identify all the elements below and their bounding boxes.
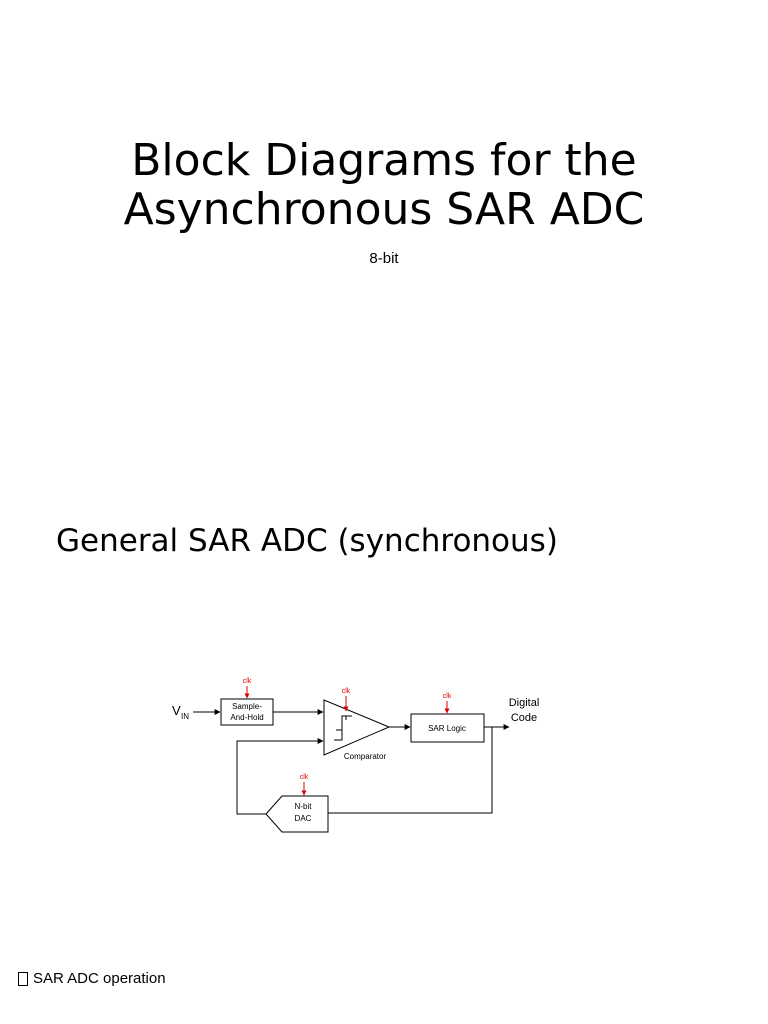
slide-title-line-2: Asynchronous SAR ADC	[123, 184, 645, 235]
digital-code-label-line-2: Code	[511, 712, 537, 724]
slide-title-line-1: Block Diagrams for the	[131, 135, 637, 186]
sar-logic-clk-label: clk	[443, 693, 452, 700]
sar-logic-label: SAR Logic	[428, 724, 466, 733]
missing-glyph-icon	[18, 971, 28, 986]
sar-logic-block	[410, 713, 485, 743]
bullet-text: SAR ADC operation	[33, 970, 166, 987]
sample-and-hold-label-line-1: Sample-	[232, 702, 262, 711]
slide-subtitle: 8-bit	[369, 250, 399, 267]
comparator-block	[323, 699, 391, 756]
sample-hold-clk-label: clk	[243, 678, 252, 685]
sample-and-hold-block	[220, 698, 274, 726]
sample-and-hold-label-line-2: And-Hold	[230, 713, 263, 722]
section-heading: General SAR ADC (synchronous)	[56, 523, 558, 559]
hysteresis-icon	[334, 715, 352, 741]
vin-subscript: IN	[181, 712, 189, 721]
vin-label: V	[172, 703, 181, 718]
dac-to-comparator-wire	[236, 738, 324, 815]
dac-block	[265, 795, 329, 833]
dac-clk-label: clk	[300, 774, 309, 781]
dac-label-line-1: N-bit	[295, 802, 313, 811]
comparator-clk-label: clk	[342, 688, 351, 695]
dac-label-line-2: DAC	[295, 814, 312, 823]
sar-logic-to-dac-wire	[328, 727, 493, 814]
comparator-label: Comparator	[344, 752, 387, 761]
digital-code-label-line-1: Digital	[509, 697, 540, 709]
slide-title: Block Diagrams for the Asynchronous SAR …	[0, 136, 768, 234]
bullet-item: SAR ADC operation	[18, 970, 166, 987]
